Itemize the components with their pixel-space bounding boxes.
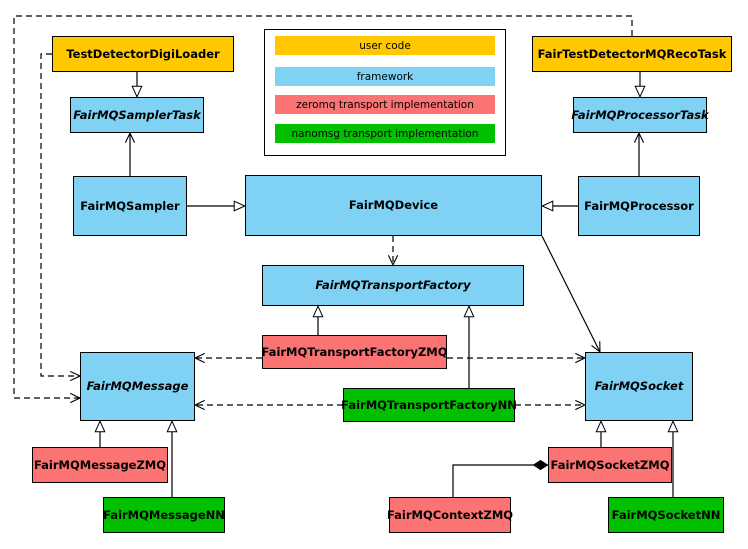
class-node-fairmqmessagezmq[interactable]: FairMQMessageZMQ — [32, 447, 168, 483]
edge-contextzmq-socketzmq — [452, 465, 548, 497]
class-node-fairmqprocessortask[interactable]: FairMQProcessorTask — [571, 97, 709, 133]
class-node-fairmqsocket[interactable]: FairMQSocket — [585, 352, 693, 421]
class-node-fairmqtransportfactory[interactable]: FairMQTransportFactory — [262, 265, 524, 306]
class-node-fairtestdetectormqrecotask[interactable]: FairTestDetectorMQRecoTask — [532, 36, 732, 72]
edge-device-socket — [541, 235, 601, 352]
legend-item-user-code: user code — [275, 36, 495, 55]
class-node-fairmqmessagenn[interactable]: FairMQMessageNN — [103, 497, 225, 533]
legend-item-zeromq: zeromq transport implementation — [275, 95, 495, 114]
legend-item-framework: framework — [275, 67, 495, 86]
class-node-fairmqdevice[interactable]: FairMQDevice — [245, 175, 542, 236]
class-node-fairmqmessage[interactable]: FairMQMessage — [80, 352, 195, 421]
class-node-fairmqsocketzmq[interactable]: FairMQSocketZMQ — [548, 447, 672, 483]
class-node-fairmqsamplertask[interactable]: FairMQSamplerTask — [70, 97, 204, 133]
class-node-fairmqtransportfactorynn[interactable]: FairMQTransportFactoryNN — [341, 388, 517, 422]
legend-item-nanomsg: nanomsg transport implementation — [275, 124, 495, 143]
class-node-fairmqsocketnn[interactable]: FairMQSocketNN — [608, 497, 724, 533]
class-node-testdetectordigiloader[interactable]: TestDetectorDigiLoader — [52, 36, 234, 72]
class-node-fairmqcontextzmq[interactable]: FairMQContextZMQ — [387, 497, 513, 533]
class-node-fairmqtransportfactoryzmq[interactable]: FairMQTransportFactoryZMQ — [262, 335, 448, 369]
class-node-fairmqsampler[interactable]: FairMQSampler — [73, 176, 187, 236]
class-node-fairmqprocessor[interactable]: FairMQProcessor — [578, 176, 700, 236]
